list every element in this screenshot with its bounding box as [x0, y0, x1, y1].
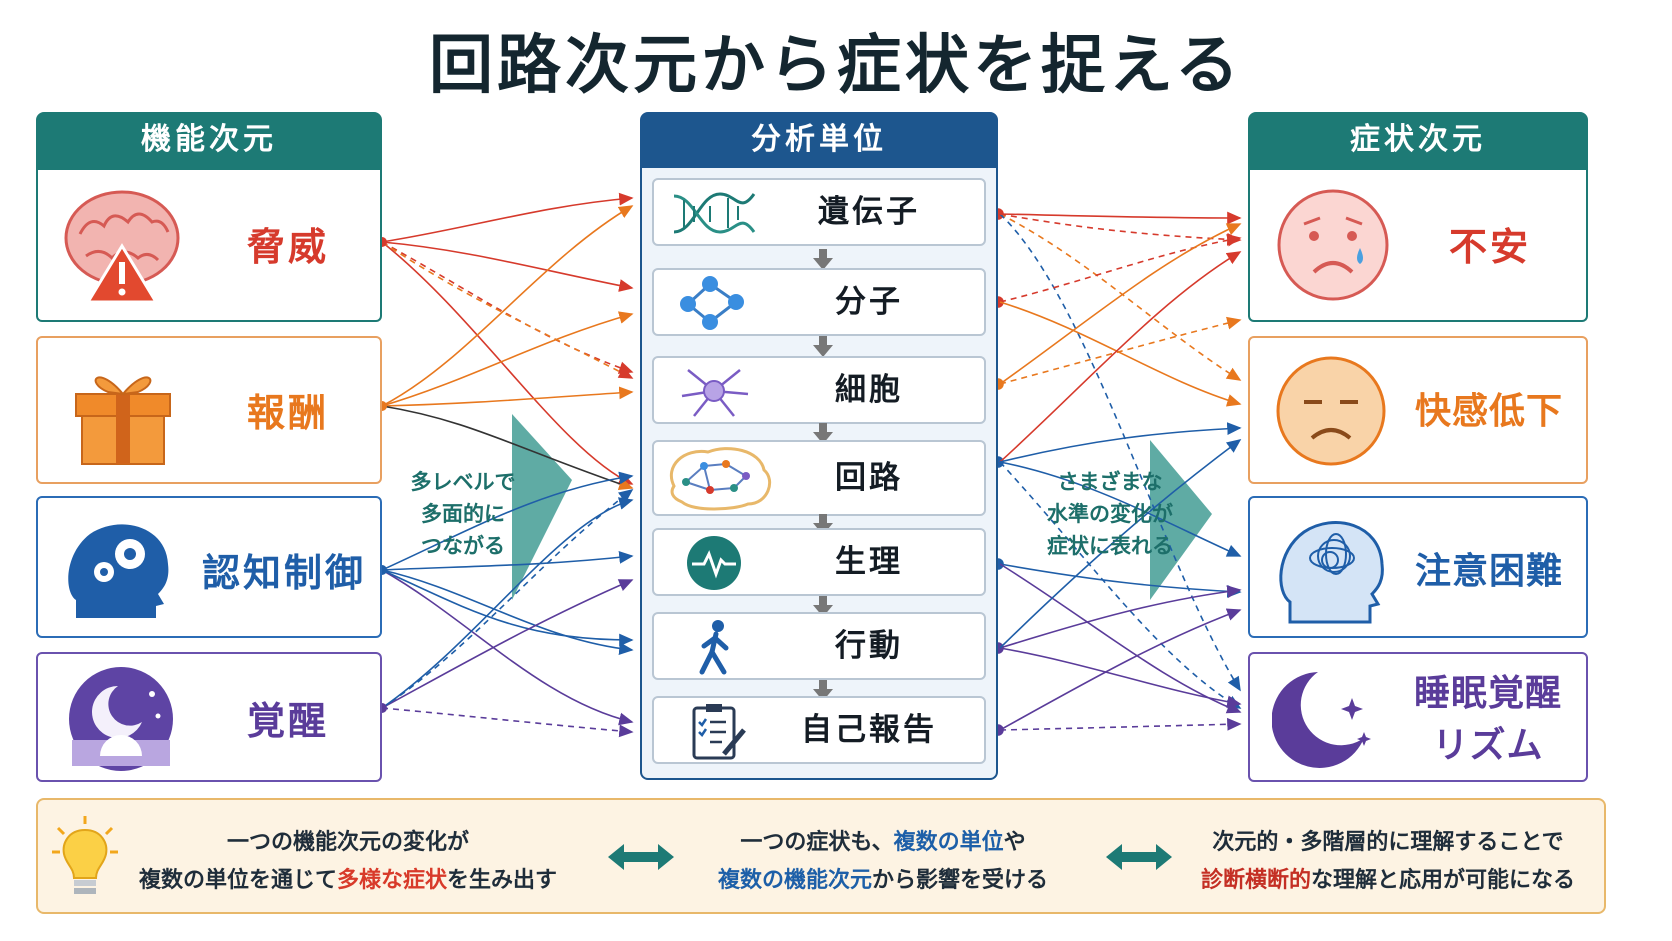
- footer-2-line-1a: 一つの症状も、: [740, 830, 894, 855]
- down-arrow-icon: [813, 680, 833, 701]
- right-note-line-2: 水準の変化が: [1047, 502, 1173, 526]
- unit-genes: 遺伝子: [652, 178, 986, 246]
- footer-2-highlight-2: 複数の機能次元: [717, 868, 872, 893]
- unit-self-report: 自己報告: [652, 696, 986, 764]
- unit-label-molecules: 分子: [835, 284, 903, 320]
- unit-molecules: 分子: [652, 268, 986, 336]
- functional-label-arousal: 覚醒: [246, 699, 329, 743]
- footer-2-line-1: 一つの症状も、複数の単位や: [678, 824, 1088, 862]
- symptom-label-anxiety: 不安: [1448, 225, 1531, 269]
- footer-1-line-2a: 複数の単位を通じて: [138, 868, 337, 893]
- molecule-icon: [680, 276, 744, 330]
- dna-icon: [673, 192, 756, 234]
- functional-label-cognitive-control: 認知制御: [201, 551, 366, 595]
- symptom-label-anhedonia: 快感低下: [1414, 391, 1563, 432]
- functional-card-reward: 報酬: [36, 336, 382, 484]
- unit-label-behavior: 行動: [835, 628, 903, 664]
- symptom-label-sleep-wake: 睡眠覚醒 リズム: [1390, 668, 1586, 772]
- left-note-line-3: つながる: [421, 534, 505, 558]
- unit-label-cells: 細胞: [835, 372, 903, 408]
- symptom-label-sleep-wake-line-2: リズム: [1432, 725, 1544, 766]
- functional-dimension-header: 機能次元: [36, 112, 382, 170]
- sad-face-icon: [1276, 356, 1386, 466]
- gift-icon: [75, 376, 171, 465]
- footer-1-line-1: 一つの機能次元の変化が: [226, 830, 469, 855]
- down-arrow-icon: [813, 336, 833, 357]
- clipboard-icon: [692, 704, 746, 760]
- down-arrow-icon: [813, 249, 833, 270]
- footer-3-highlight: 診断横断的: [1200, 868, 1311, 893]
- down-arrow-icon: [813, 596, 833, 617]
- summary-footer: 一つの機能次元の変化が 複数の単位を通じて多様な症状を生み出す 一つの症状も、複…: [36, 798, 1606, 914]
- footer-3-line-2: 診断横断的な理解と応用が可能になる: [1178, 862, 1598, 900]
- symptom-label-attention: 注意困難: [1414, 551, 1563, 592]
- footer-3-line-2b: な理解と応用が可能になる: [1311, 868, 1576, 893]
- crescent-moon-icon: [1272, 672, 1371, 768]
- unit-behavior: 行動: [652, 612, 986, 680]
- functional-label-reward: 報酬: [246, 391, 329, 435]
- symptom-label-sleep-wake-line-1: 睡眠覚醒: [1413, 673, 1562, 714]
- unit-physiology: 生理: [652, 528, 986, 596]
- tangled-head-icon: [1279, 521, 1384, 624]
- brain-network-icon: [669, 447, 771, 511]
- neuron-icon: [681, 369, 749, 417]
- anxious-face-icon: [1277, 189, 1389, 301]
- footer-1-highlight: 多様な症状: [336, 868, 447, 893]
- functional-label-threat: 脅威: [246, 225, 329, 269]
- page-title: 回路次元から症状を捉える: [428, 29, 1244, 103]
- head-gears-icon: [68, 524, 169, 618]
- symptom-card-anxiety: 不安: [1248, 170, 1588, 322]
- unit-label-physiology: 生理: [835, 544, 903, 580]
- symptom-card-anhedonia: 快感低下: [1248, 336, 1588, 484]
- walking-person-icon: [699, 620, 729, 675]
- functional-card-threat: 脅威: [36, 170, 382, 322]
- unit-label-genes: 遺伝子: [818, 194, 920, 230]
- unit-label-circuits: 回路: [835, 460, 903, 496]
- moon-night-icon: [69, 667, 173, 771]
- footer-3-line-1: 次元的・多階層的に理解することで: [1212, 830, 1564, 855]
- symptom-card-attention: 注意困難: [1248, 496, 1588, 638]
- footer-2-line-1c: や: [1003, 830, 1026, 855]
- left-connection-note: 多レベルで 多面的に つながる: [398, 466, 528, 562]
- brain-warning-icon: [64, 190, 180, 304]
- right-note-line-1: さまざまな: [1057, 470, 1163, 494]
- double-arrow-icon: [608, 844, 674, 870]
- right-connection-note: さまざまな 水準の変化が 症状に表れる: [1030, 466, 1190, 562]
- footer-2-line-2b: から影響を受ける: [872, 868, 1049, 893]
- functional-card-cognitive-control: 認知制御: [36, 496, 382, 638]
- footer-2-line-2: 複数の機能次元から影響を受ける: [678, 862, 1088, 900]
- unit-cells: 細胞: [652, 356, 986, 424]
- lightbulb-icon: [52, 816, 118, 894]
- footer-2-highlight-1: 複数の単位: [893, 830, 1004, 855]
- symptom-dimension-header: 症状次元: [1248, 112, 1588, 170]
- analysis-units-header: 分析単位: [640, 112, 998, 170]
- unit-label-self-report: 自己報告: [801, 712, 937, 748]
- heartbeat-icon: [687, 536, 741, 590]
- functional-card-arousal: 覚醒: [36, 652, 382, 782]
- left-note-line-2: 多面的に: [421, 502, 505, 526]
- double-arrow-icon: [1106, 844, 1172, 870]
- unit-circuits: 回路: [652, 440, 986, 516]
- down-arrow-icon: [813, 423, 833, 444]
- footer-text-2: 一つの症状も、複数の単位や 複数の機能次元から影響を受ける: [678, 824, 1088, 900]
- symptom-card-sleep-wake: 睡眠覚醒 リズム: [1248, 652, 1588, 782]
- footer-1-line-2c: を生み出す: [447, 868, 558, 893]
- footer-text-1: 一つの機能次元の変化が 複数の単位を通じて多様な症状を生み出す: [118, 824, 578, 900]
- left-note-line-1: 多レベルで: [410, 470, 516, 494]
- footer-text-3: 次元的・多階層的に理解することで 診断横断的な理解と応用が可能になる: [1178, 824, 1598, 900]
- right-note-line-3: 症状に表れる: [1047, 534, 1173, 558]
- footer-1-line-2: 複数の単位を通じて多様な症状を生み出す: [118, 862, 578, 900]
